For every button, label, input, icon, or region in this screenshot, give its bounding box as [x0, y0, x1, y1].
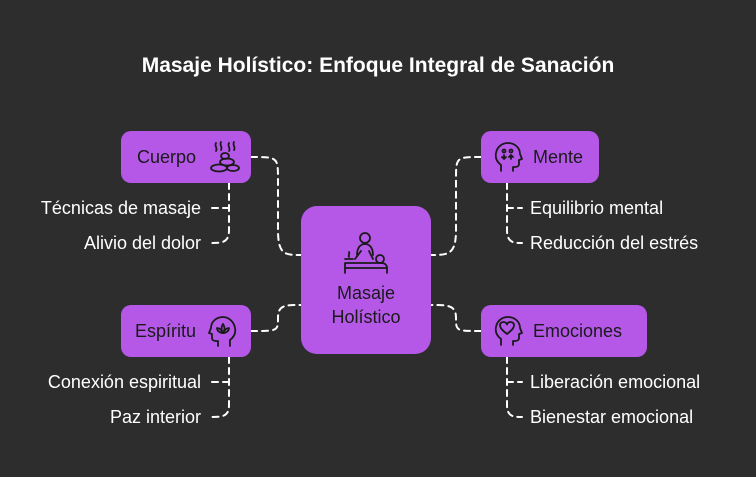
connector-cuerpo-items [209, 182, 230, 244]
connector-espiritu-items [209, 356, 230, 418]
head-mind-icon [494, 142, 523, 172]
node-espiritu: Espíritu [121, 305, 251, 357]
connector-espiritu [250, 304, 302, 332]
page-title: Masaje Holístico: Enfoque Integral de Sa… [141, 54, 615, 77]
node-center-line2: Holístico [331, 307, 401, 327]
connector-emociones-items [506, 356, 523, 418]
connector-cuerpo [250, 156, 302, 256]
emociones-item-1: Liberación emocional [530, 372, 701, 392]
node-center: Masaje Holístico [301, 206, 431, 354]
node-cuerpo: Cuerpo [121, 131, 251, 183]
connector-mente [430, 156, 482, 256]
node-center-label: Masaje Holístico [331, 281, 400, 329]
node-mente: Mente [481, 131, 599, 183]
node-emociones: Emociones [481, 305, 647, 357]
node-emociones-label: Emociones [533, 320, 623, 341]
node-cuerpo-label: Cuerpo [137, 146, 197, 167]
mente-item-2: Reducción del estrés [530, 233, 699, 253]
mente-item-1: Equilibrio mental [530, 198, 664, 218]
connector-emociones [430, 304, 482, 332]
massage-icon [344, 232, 388, 274]
head-heart-icon [494, 316, 523, 346]
node-mente-label: Mente [533, 146, 584, 167]
node-center-line1: Masaje [336, 283, 396, 303]
cuerpo-item-2: Alivio del dolor [83, 233, 201, 253]
espiritu-item-1: Conexión espiritual [47, 372, 201, 392]
head-lotus-icon [208, 316, 237, 347]
espiritu-item-2: Paz interior [109, 407, 201, 427]
node-espiritu-label: Espíritu [135, 320, 197, 341]
aromatherapy-stones-icon [210, 141, 240, 173]
cuerpo-item-1: Técnicas de masaje [40, 198, 201, 218]
connector-mente-items [506, 182, 523, 244]
emociones-item-2: Bienestar emocional [530, 407, 694, 427]
